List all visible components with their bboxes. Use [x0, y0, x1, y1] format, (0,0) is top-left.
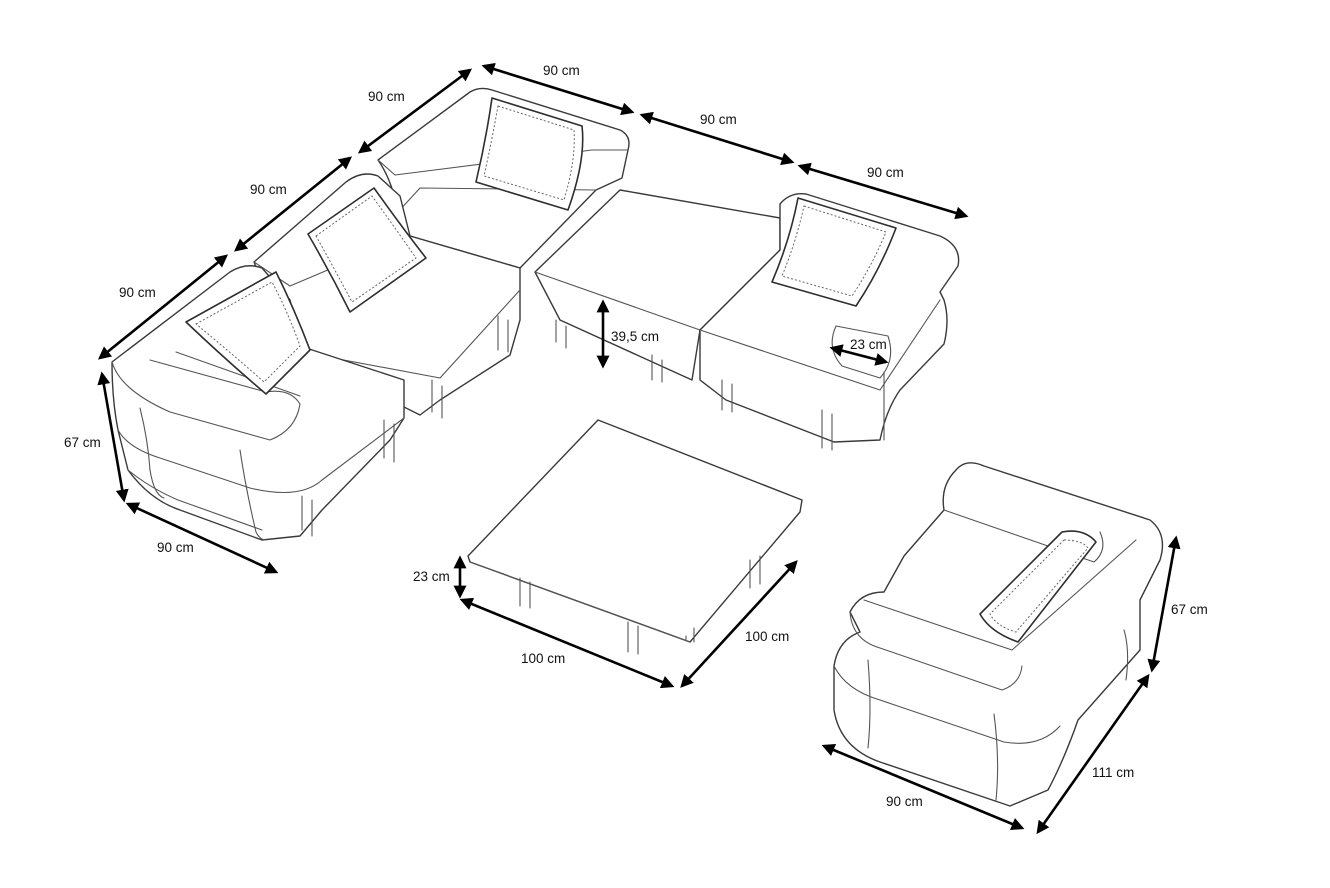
label-left-side-3: 90 cm [119, 285, 156, 300]
dim-line-left-side-1 [357, 68, 473, 154]
sectional-sofa [111, 87, 960, 541]
label-top-back-2: 90 cm [700, 112, 737, 127]
dimension-lines [97, 62, 1181, 835]
label-table-height: 23 cm [413, 569, 450, 584]
dim-line-top-back-1 [481, 62, 635, 116]
label-ottoman-height: 39,5 cm [611, 329, 659, 344]
label-sofa-depth: 90 cm [157, 540, 194, 555]
dim-line-chair-width [821, 743, 1025, 831]
label-left-side-2: 90 cm [250, 182, 287, 197]
dim-line-left-side-3 [97, 254, 229, 360]
dim-line-sofa-depth [125, 502, 279, 574]
dim-line-chair-depth [1036, 673, 1150, 835]
coffee-table [467, 419, 803, 655]
dim-line-sofa-height [97, 371, 129, 503]
dim-line-chair-height [1147, 535, 1181, 673]
label-left-side-1: 90 cm [368, 89, 405, 104]
dim-line-armrest-width [829, 344, 889, 366]
cushion-back-1 [475, 97, 584, 211]
dim-line-left-side-2 [233, 156, 353, 252]
dim-line-top-back-2 [639, 111, 795, 166]
dimension-labels: 90 cm 90 cm 90 cm 90 cm 90 cm 90 cm 67 c… [64, 63, 1208, 809]
label-armrest-width: 23 cm [850, 337, 887, 352]
label-top-back-1: 90 cm [543, 63, 580, 78]
dim-line-top-back-3 [797, 162, 969, 220]
armchair [833, 462, 1164, 807]
label-sofa-height: 67 cm [64, 435, 101, 450]
right-corner-module [699, 193, 960, 451]
cushion-corner-right [771, 197, 897, 307]
dim-line-table-depth [680, 560, 798, 688]
armchair-cushion [979, 530, 1097, 643]
dim-line-table-width [459, 597, 675, 689]
label-chair-height: 67 cm [1171, 602, 1208, 617]
label-top-back-3: 90 cm [867, 165, 904, 180]
label-table-depth: 100 cm [745, 629, 789, 644]
label-chair-width: 90 cm [886, 794, 923, 809]
label-table-width: 100 cm [521, 651, 565, 666]
label-chair-depth: 111 cm [1092, 765, 1134, 780]
